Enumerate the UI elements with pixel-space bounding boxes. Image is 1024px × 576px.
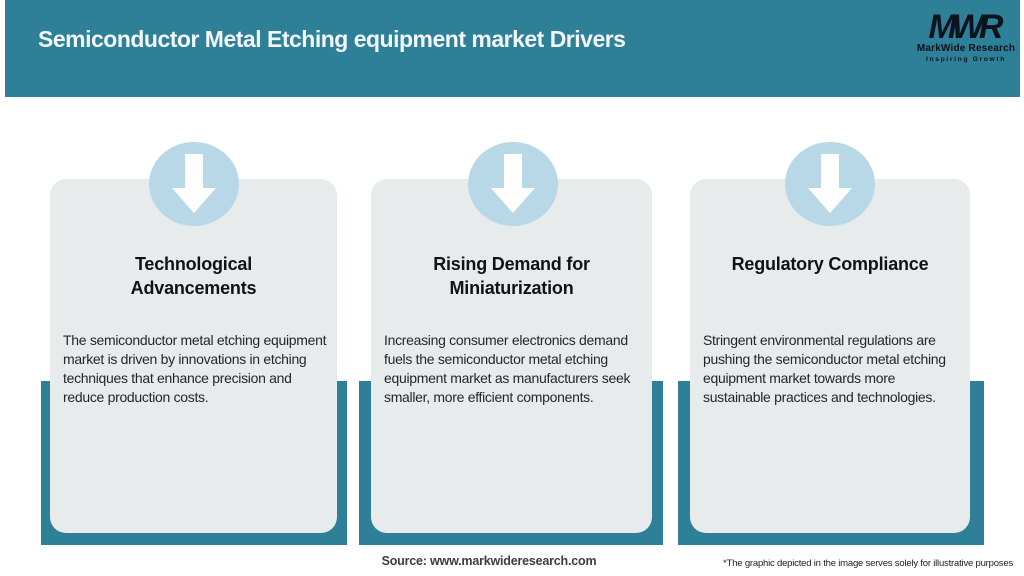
header-banner: Semiconductor Metal Etching equipment ma… — [5, 0, 1020, 97]
source-text: Source: www.markwideresearch.com — [381, 554, 597, 568]
logo-acronym: MWR — [928, 8, 1004, 46]
arrow-badge — [149, 142, 239, 226]
card-body: The semiconductor metal etching equipmen… — [63, 332, 327, 405]
arrow-badge — [468, 142, 558, 226]
card-title: Regulatory Compliance — [731, 254, 929, 274]
card-title: Technological Advancements — [130, 254, 257, 298]
down-arrow-icon — [172, 154, 216, 213]
arrow-badge — [785, 142, 875, 226]
markwide-research-logo: MWR MarkWide Research Inspiring Growth — [908, 8, 1024, 63]
driver-card-rising-demand-for-miniaturization: Rising Demand for Miniaturization Increa… — [371, 179, 652, 533]
card-body: Increasing consumer electronics demand f… — [384, 332, 631, 405]
page-title: Semiconductor Metal Etching equipment ma… — [38, 26, 626, 52]
driver-card-technological-advancements: Technological Advancements The semicondu… — [50, 179, 337, 533]
card-title: Rising Demand for Miniaturization — [433, 254, 590, 298]
card-body: Stringent environmental regulations are … — [703, 332, 946, 405]
down-arrow-icon — [808, 154, 852, 213]
driver-card-regulatory-compliance: Regulatory Compliance Stringent environm… — [690, 179, 970, 533]
logo-tagline: Inspiring Growth — [926, 56, 1006, 63]
down-arrow-icon — [491, 154, 535, 213]
disclaimer-text: *The graphic depicted in the image serve… — [723, 558, 1013, 569]
logo-company-name: MarkWide Research — [916, 43, 1016, 54]
